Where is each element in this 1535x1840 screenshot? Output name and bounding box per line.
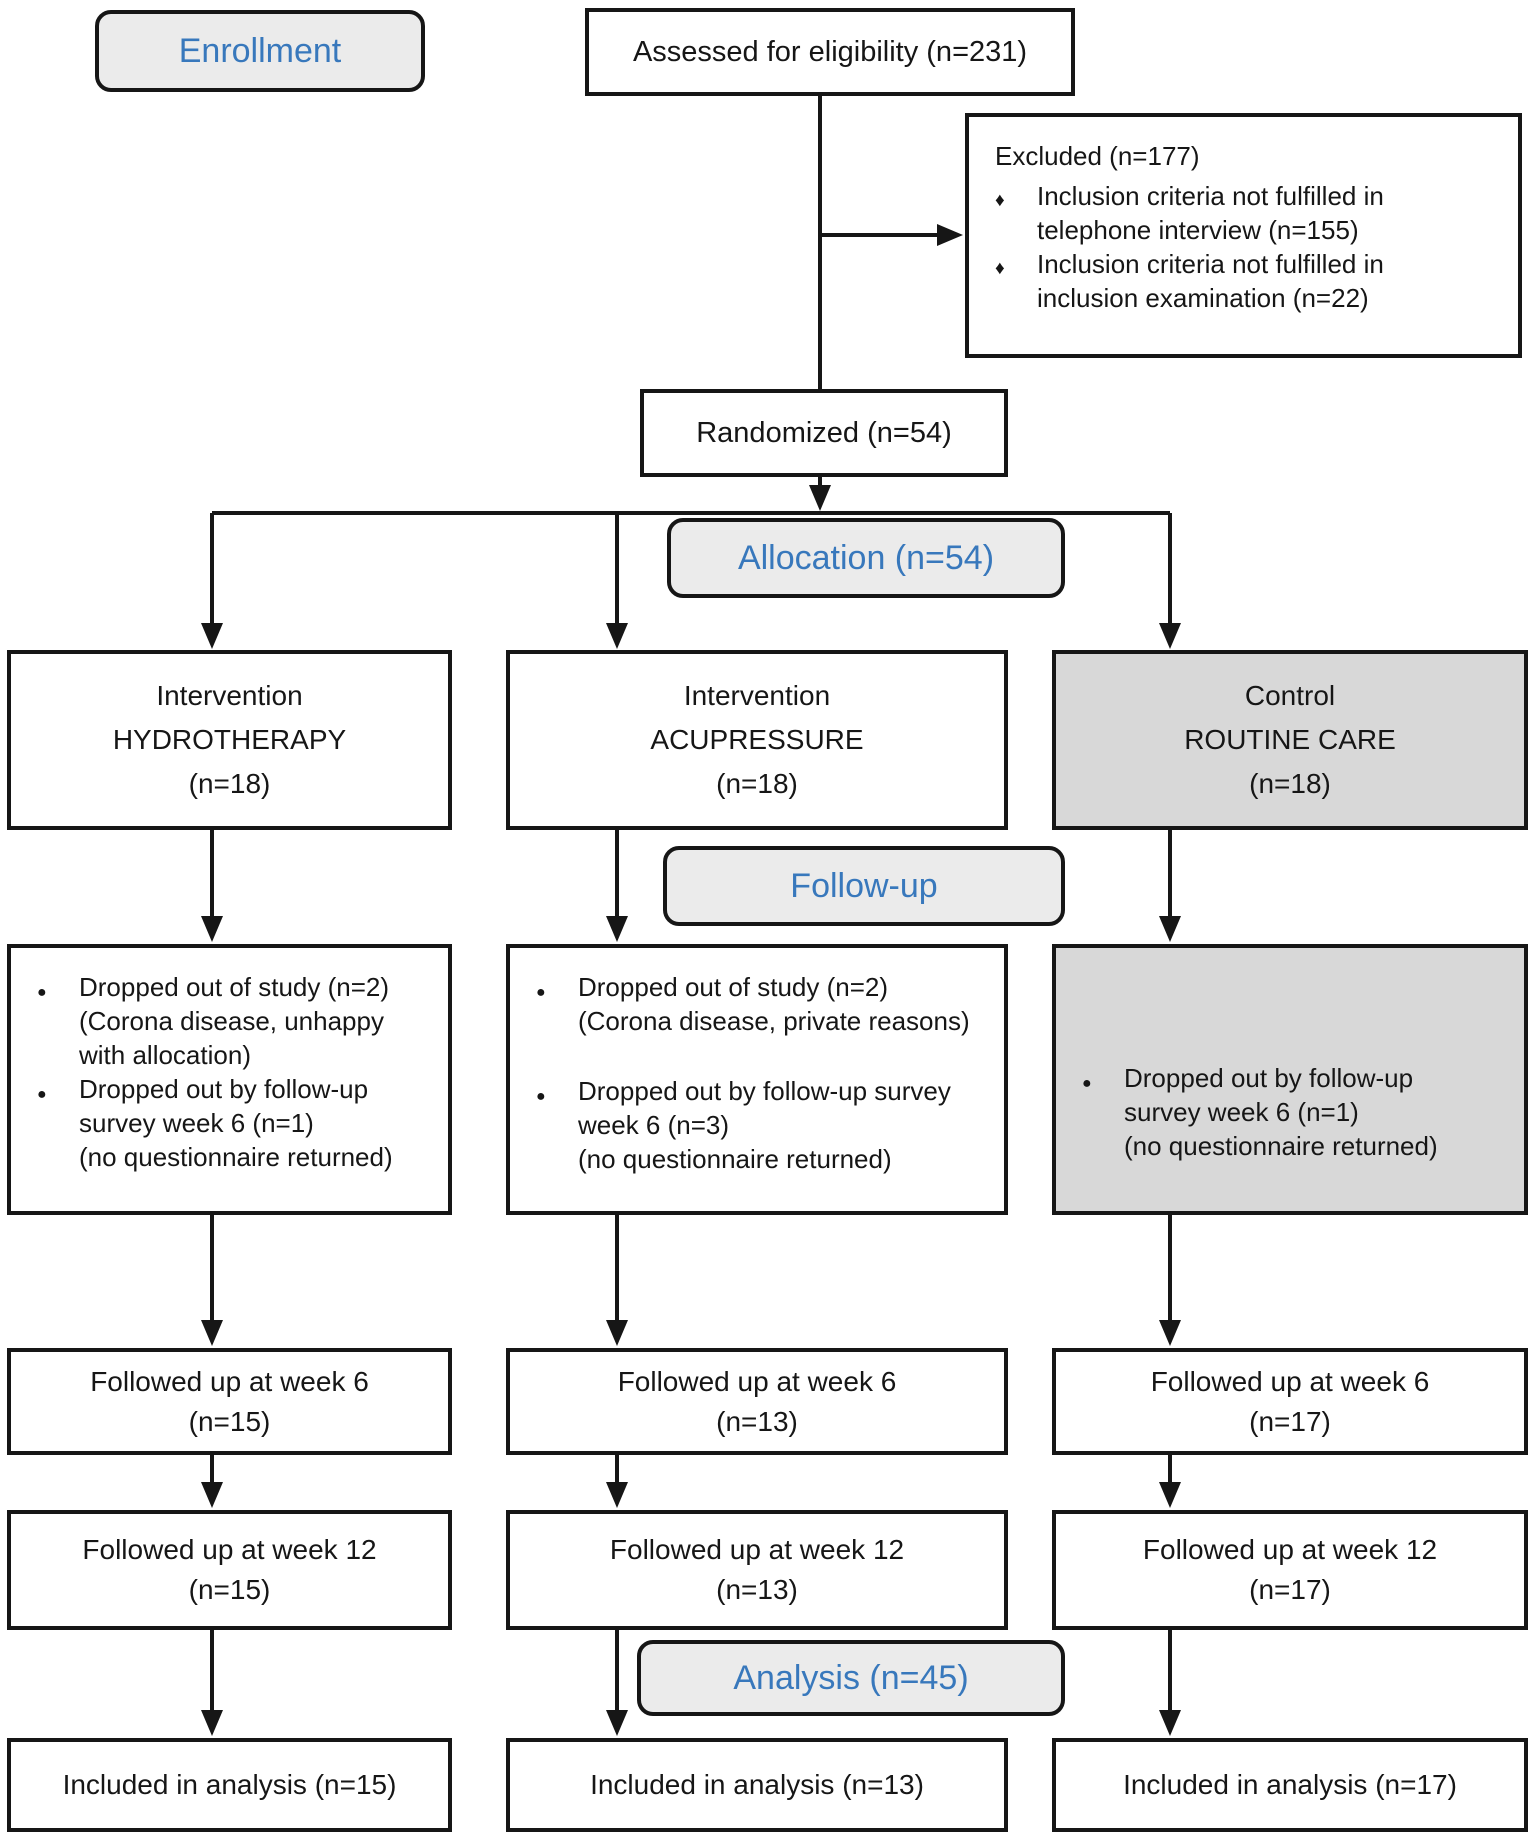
randomized-box: Randomized (n=54) bbox=[640, 389, 1008, 477]
dot-bullet-icon: ● bbox=[37, 984, 47, 1001]
week12-box-hydrotherapy: Followed up at week 12 (n=15) bbox=[7, 1510, 452, 1630]
diamond-bullet-icon: ♦ bbox=[995, 258, 1005, 279]
randomized-text: Randomized (n=54) bbox=[696, 417, 952, 449]
connector-week12-to-analysis-right bbox=[1159, 1630, 1181, 1736]
week6-acupressure-text: Followed up at week 6 (n=13) bbox=[617, 1365, 897, 1437]
connector-allocation-to-dropout-right bbox=[1159, 830, 1181, 942]
analysis-box-acupressure: Included in analysis (n=13) bbox=[506, 1738, 1008, 1832]
dropout-box-routine-care: ● Dropped out by follow-up survey week 6… bbox=[1052, 944, 1528, 1215]
dropout-acu-bullet-2-text: Dropped out by follow-up survey week 6 (… bbox=[578, 1076, 951, 1174]
excluded-title: Excluded (n=177) bbox=[995, 141, 1200, 171]
excluded-box: Excluded (n=177) ♦ Inclusion criteria no… bbox=[965, 113, 1522, 358]
allocation-routine-care-text: Control ROUTINE CARE (n=18) bbox=[1184, 680, 1396, 799]
connector-allocation-to-dropout-middle bbox=[606, 830, 628, 942]
stage-label-allocation: Allocation (n=54) bbox=[667, 518, 1065, 598]
week6-box-acupressure: Followed up at week 6 (n=13) bbox=[506, 1348, 1008, 1455]
dot-bullet-icon: ● bbox=[37, 1086, 47, 1103]
stage-label-followup: Follow-up bbox=[663, 846, 1065, 926]
dropout-control-bullet-1-text: Dropped out by follow-up survey week 6 (… bbox=[1124, 1063, 1438, 1161]
connector-drop-to-allocation-right bbox=[1159, 513, 1181, 649]
dropout-box-acupressure: ● Dropped out of study (n=2) (Corona dis… bbox=[506, 944, 1008, 1215]
allocation-hydrotherapy-text: Intervention HYDROTHERAPY (n=18) bbox=[112, 680, 347, 799]
allocation-acupressure-text: Intervention ACUPRESSURE (n=18) bbox=[650, 680, 864, 799]
dropout-acu-bullet-1: ● Dropped out of study (n=2) (Corona dis… bbox=[536, 970, 990, 1038]
allocation-box-acupressure: Intervention ACUPRESSURE (n=18) bbox=[506, 650, 1008, 830]
excluded-bullet-1-text: Inclusion criteria not fulfilled in tele… bbox=[1037, 181, 1384, 245]
connector-week12-to-analysis-middle bbox=[606, 1630, 628, 1736]
connector-week6-to-week12-middle bbox=[606, 1455, 628, 1508]
dropout-hydro-bullet-1: ● Dropped out of study (n=2) (Corona dis… bbox=[37, 970, 434, 1072]
dropout-acu-bullet-2: ● Dropped out by follow-up survey week 6… bbox=[536, 1074, 990, 1176]
connector-week12-to-analysis-left bbox=[201, 1630, 223, 1736]
connector-drop-to-allocation-left bbox=[201, 513, 223, 649]
connector-dropout-to-week6-right bbox=[1159, 1215, 1181, 1346]
dropout-acu-bullet-1-text: Dropped out of study (n=2) (Corona disea… bbox=[578, 972, 970, 1036]
dropout-hydro-bullet-2: ● Dropped out by follow-up survey week 6… bbox=[37, 1072, 434, 1174]
dropout-control-bullet-1: ● Dropped out by follow-up survey week 6… bbox=[1082, 1061, 1510, 1163]
week12-acupressure-text: Followed up at week 12 (n=13) bbox=[609, 1534, 905, 1605]
stage-label-enrollment: Enrollment bbox=[95, 10, 425, 92]
dot-bullet-icon: ● bbox=[1082, 1075, 1092, 1092]
excluded-bullet-2: ♦ Inclusion criteria not fulfilled in in… bbox=[995, 247, 1504, 315]
followup-label: Follow-up bbox=[790, 866, 938, 905]
week6-box-hydrotherapy: Followed up at week 6 (n=15) bbox=[7, 1348, 452, 1455]
analysis-box-hydrotherapy: Included in analysis (n=15) bbox=[7, 1738, 452, 1832]
excluded-bullet-1: ♦ Inclusion criteria not fulfilled in te… bbox=[995, 179, 1504, 247]
connector-allocation-to-dropout-left bbox=[201, 830, 223, 942]
connector-dropout-to-week6-middle bbox=[606, 1215, 628, 1346]
connector-week6-to-week12-left bbox=[201, 1455, 223, 1508]
enrollment-label: Enrollment bbox=[178, 31, 342, 70]
connector-dropout-to-week6-left bbox=[201, 1215, 223, 1346]
week12-routine-care-text: Followed up at week 12 (n=17) bbox=[1142, 1534, 1438, 1605]
dropout-hydro-bullet-1-text: Dropped out of study (n=2) (Corona disea… bbox=[79, 972, 390, 1070]
week12-box-routine-care: Followed up at week 12 (n=17) bbox=[1052, 1510, 1528, 1630]
analysis-hydrotherapy-text: Included in analysis (n=15) bbox=[62, 1769, 397, 1800]
stage-label-analysis: Analysis (n=45) bbox=[637, 1640, 1065, 1716]
dropout-hydro-bullet-2-text: Dropped out by follow-up survey week 6 (… bbox=[79, 1074, 393, 1172]
analysis-acupressure-text: Included in analysis (n=13) bbox=[590, 1769, 924, 1800]
assessed-text: Assessed for eligibility (n=231) bbox=[632, 36, 1028, 68]
week6-routine-care-text: Followed up at week 6 (n=17) bbox=[1150, 1365, 1430, 1437]
analysis-box-routine-care: Included in analysis (n=17) bbox=[1052, 1738, 1528, 1832]
connector-randomized-to-distribution-line bbox=[212, 477, 1170, 515]
week6-box-routine-care: Followed up at week 6 (n=17) bbox=[1052, 1348, 1528, 1455]
analysis-label: Analysis (n=45) bbox=[733, 1658, 969, 1697]
connector-assessed-to-excluded bbox=[820, 224, 963, 246]
assessed-box: Assessed for eligibility (n=231) bbox=[585, 8, 1075, 96]
week12-hydrotherapy-text: Followed up at week 12 (n=15) bbox=[82, 1534, 377, 1605]
connector-drop-to-allocation-middle bbox=[606, 513, 628, 649]
week12-box-acupressure: Followed up at week 12 (n=13) bbox=[506, 1510, 1008, 1630]
allocation-box-routine-care: Control ROUTINE CARE (n=18) bbox=[1052, 650, 1528, 830]
allocation-box-hydrotherapy: Intervention HYDROTHERAPY (n=18) bbox=[7, 650, 452, 830]
connector-week6-to-week12-right bbox=[1159, 1455, 1181, 1508]
week6-hydrotherapy-text: Followed up at week 6 (n=15) bbox=[90, 1365, 369, 1437]
excluded-bullet-2-text: Inclusion criteria not fulfilled in incl… bbox=[1037, 249, 1384, 313]
dropout-box-hydrotherapy: ● Dropped out of study (n=2) (Corona dis… bbox=[7, 944, 452, 1215]
diamond-bullet-icon: ♦ bbox=[995, 190, 1005, 211]
dot-bullet-icon: ● bbox=[536, 1088, 546, 1105]
allocation-label: Allocation (n=54) bbox=[737, 538, 995, 577]
analysis-routine-care-text: Included in analysis (n=17) bbox=[1123, 1769, 1457, 1800]
dot-bullet-icon: ● bbox=[536, 984, 546, 1001]
